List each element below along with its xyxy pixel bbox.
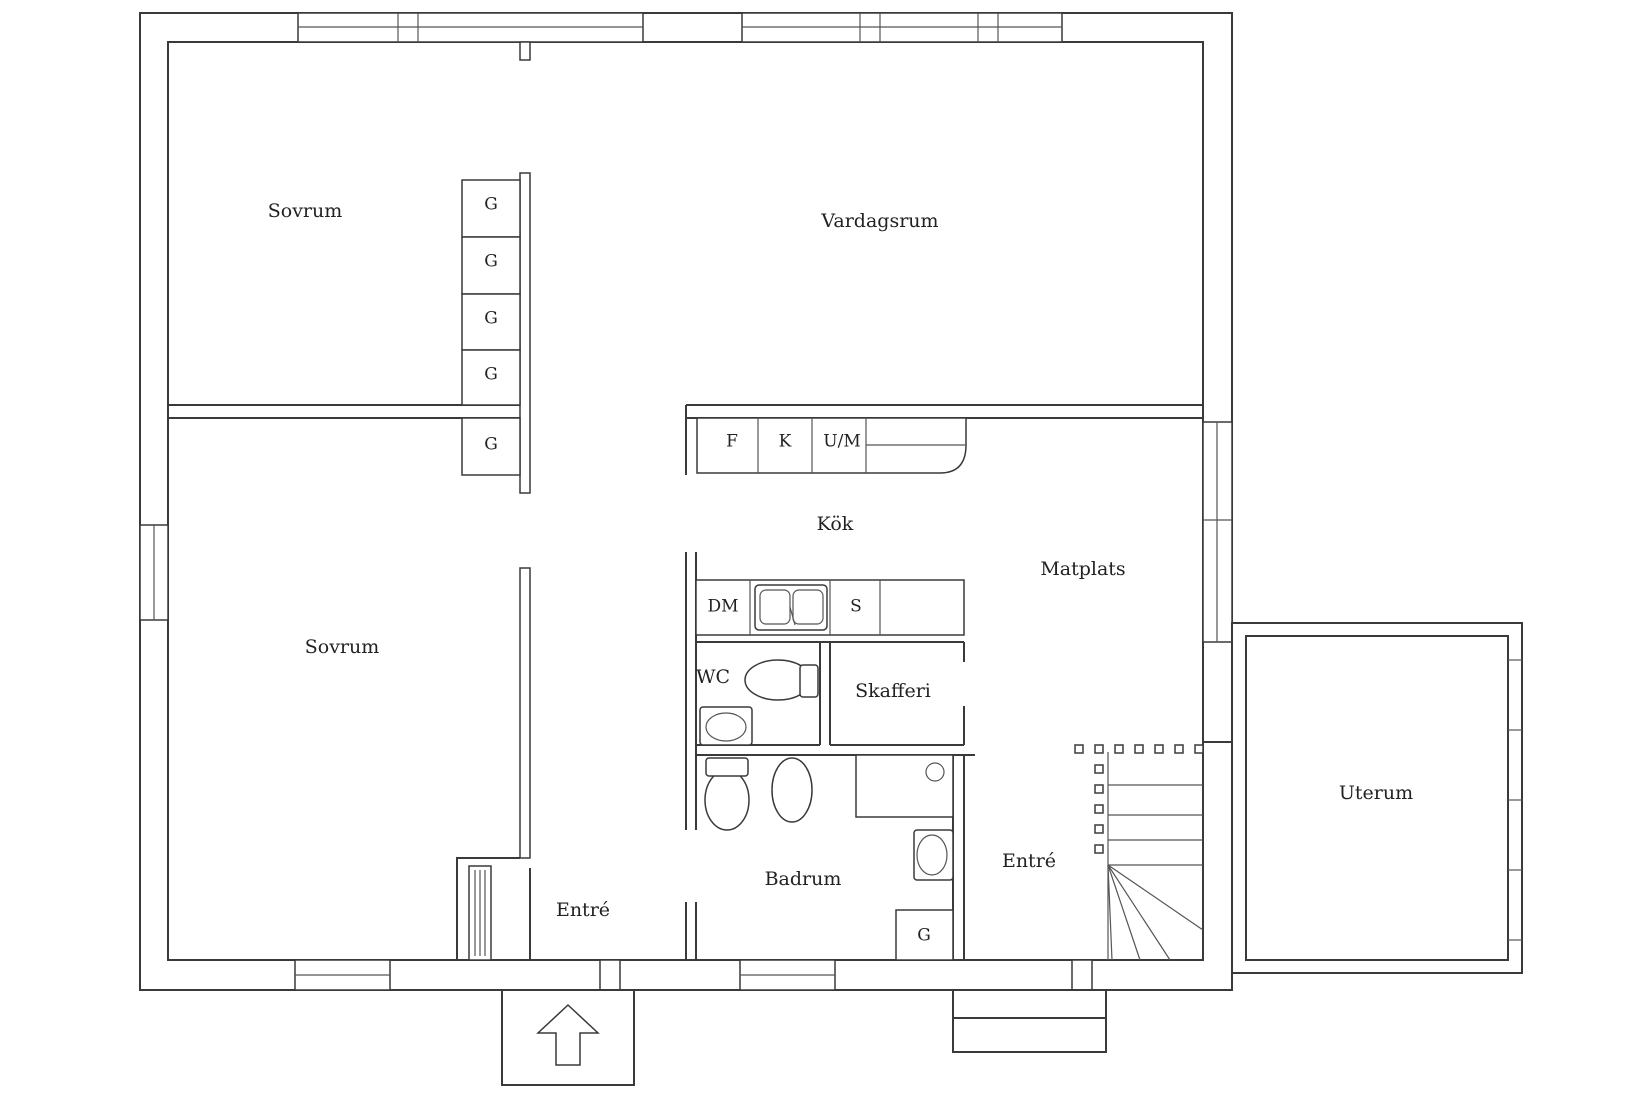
bottom-windows — [294, 959, 1093, 991]
fixture-label-wardrobe: G — [484, 365, 498, 385]
wardrobe-badrum — [895, 909, 954, 961]
room-label-kok: Kök — [817, 513, 854, 535]
toilet-icon — [744, 659, 819, 701]
fixture-label-oven-microwave: U/M — [823, 432, 860, 452]
wc-basin-icon — [699, 706, 753, 746]
front-step — [501, 989, 635, 1086]
room-label-skafferi: Skafferi — [855, 680, 931, 702]
bathroom-basin-icon — [913, 829, 954, 881]
room-label-entre-right: Entré — [1002, 850, 1056, 872]
kitchen-upper-counter — [696, 417, 967, 474]
bathtub-icon — [855, 754, 954, 818]
outer-walls — [139, 12, 1233, 991]
side-step — [952, 989, 1107, 1053]
fixture-label-dishwasher: DM — [707, 597, 738, 617]
room-label-uterum: Uterum — [1339, 782, 1413, 804]
sink-icon — [754, 584, 828, 631]
side-windows — [139, 421, 1233, 643]
staircase-icon — [1074, 744, 1204, 961]
entry-arrow-icon — [536, 1003, 600, 1066]
fixture-label-fridge: F — [726, 432, 738, 452]
room-label-badrum: Badrum — [765, 868, 842, 890]
kitchen-lower-counter — [695, 579, 965, 636]
fixture-label-freezer: K — [779, 432, 792, 452]
room-label-matplats: Matplats — [1040, 558, 1125, 580]
toilet-icon — [704, 757, 750, 831]
fixture-label-wardrobe: G — [484, 309, 498, 329]
bidet-icon — [771, 757, 813, 823]
room-label-sovrum-top: Sovrum — [268, 200, 343, 222]
fixture-label-wardrobe: G — [484, 435, 498, 455]
uterum-room — [1231, 622, 1523, 974]
room-label-entre-left: Entré — [556, 899, 610, 921]
fixture-label-wardrobe: G — [917, 926, 931, 946]
fixture-label-wardrobe: G — [484, 195, 498, 215]
wardrobes — [461, 179, 521, 476]
room-label-vardagsrum: Vardagsrum — [820, 210, 938, 232]
room-label-wc: WC — [696, 666, 730, 688]
radiator-icon — [468, 865, 492, 961]
top-windows — [297, 12, 1063, 61]
room-label-sovrum-bottom: Sovrum — [305, 636, 380, 658]
fixture-label-wardrobe: G — [484, 252, 498, 272]
fixture-label-stove: S — [850, 597, 862, 617]
